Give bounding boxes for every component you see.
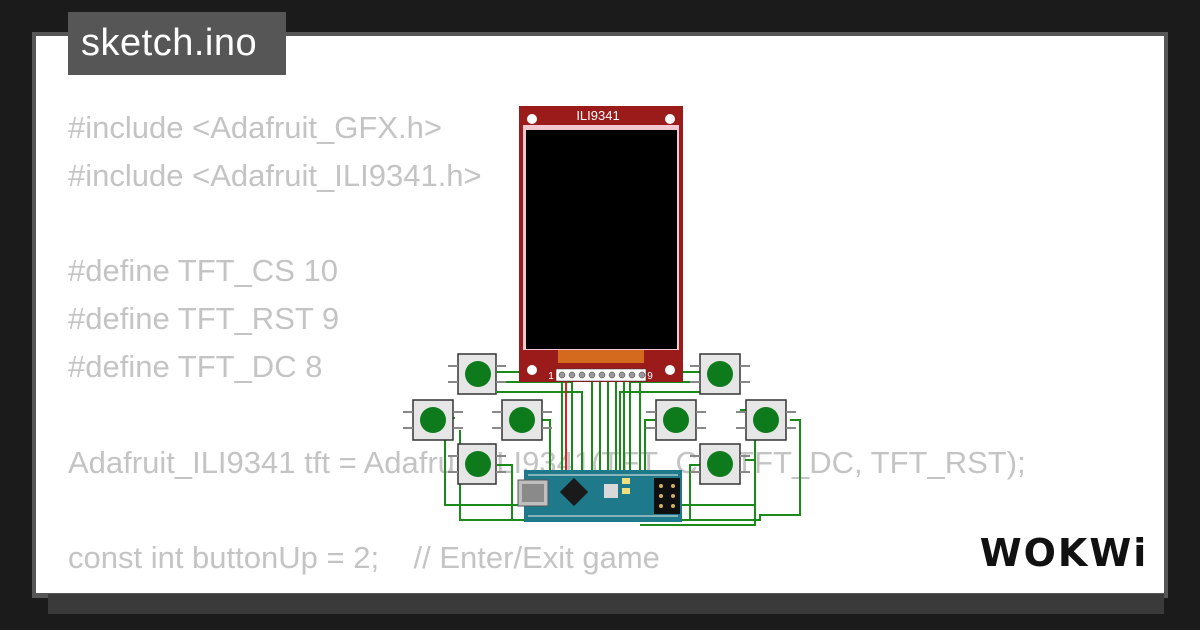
arduino-nano-board[interactable] <box>517 470 682 522</box>
code-line: #define TFT_CS 10 <box>68 253 338 289</box>
wokwi-logo-text: WOKWi <box>980 531 1149 575</box>
circuit-diagram: ILI9341 1 9 <box>403 106 801 526</box>
display-label: ILI9341 <box>576 108 619 123</box>
code-line: #define TFT_RST 9 <box>68 301 340 337</box>
button-up-right[interactable] <box>690 353 750 395</box>
code-line: #include <Adafruit_GFX.h> <box>68 110 442 145</box>
button-down-left[interactable] <box>448 443 506 485</box>
code-line: #define TFT_DC 8 <box>68 348 323 384</box>
button-left-outer[interactable] <box>403 399 463 441</box>
button-up-left[interactable] <box>448 353 506 395</box>
frame-shadow <box>48 594 1164 614</box>
pin-last-label: 9 <box>647 371 653 382</box>
button-right-outer[interactable] <box>736 399 796 441</box>
code-line: const int buttonDown = 3; <box>68 582 1164 593</box>
button-left-inner[interactable] <box>492 399 552 441</box>
file-name-tab[interactable]: sketch.ino <box>68 12 286 75</box>
button-right-inner[interactable] <box>646 399 706 441</box>
code-line: #include <Adafruit_ILI9341.h> <box>68 157 482 193</box>
wokwi-logo: WOKWi <box>980 531 1149 575</box>
pin-first-label: 1 <box>548 371 554 382</box>
button-down-right[interactable] <box>690 443 750 485</box>
code-line: const int buttonUp = 2; // Enter/Exit ga… <box>68 540 660 576</box>
code-listing: #include <Adafruit_GFX.h> #include <Adafr… <box>68 104 1164 593</box>
tft-display[interactable]: ILI9341 1 9 <box>519 106 683 382</box>
